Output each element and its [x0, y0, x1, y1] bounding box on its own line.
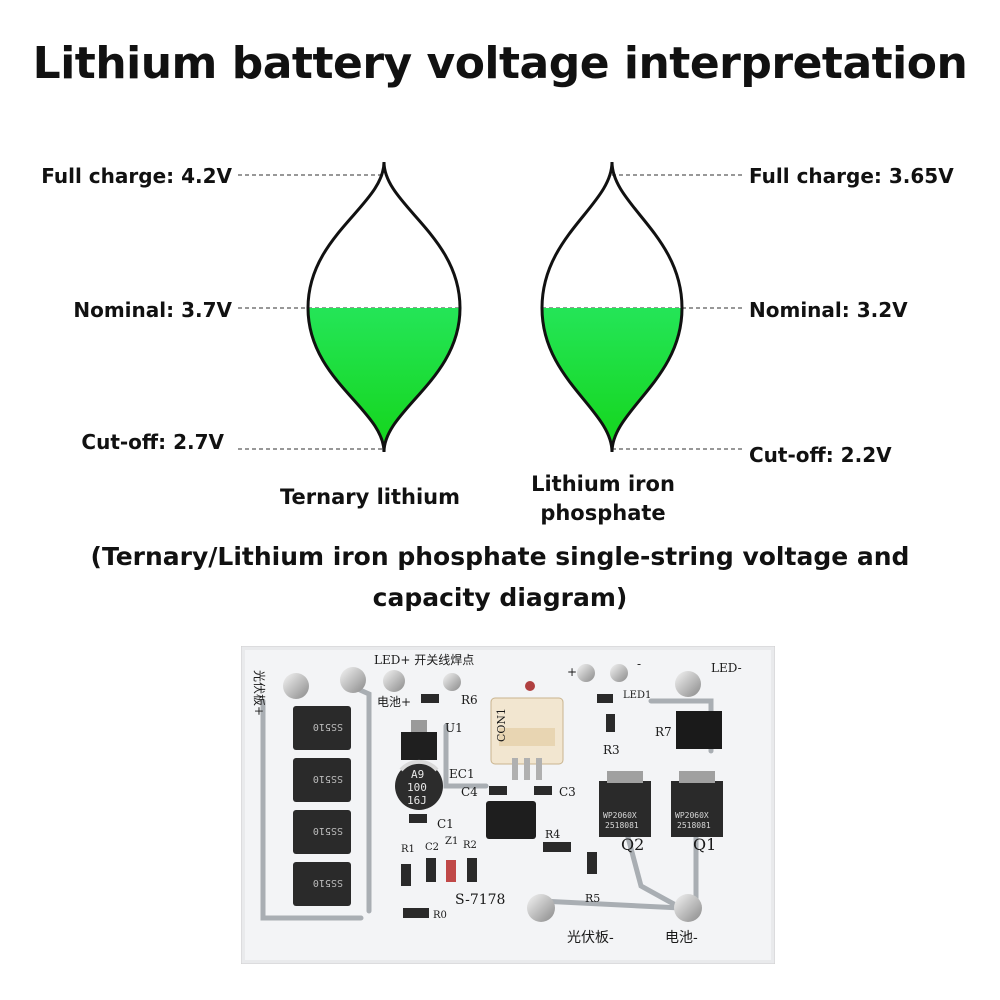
q2-text-2: 2518081	[605, 821, 639, 830]
pcb-c2-label: C2	[425, 842, 439, 853]
pcb-c1-label: C1	[437, 817, 454, 831]
pcb-r1-label: R1	[401, 844, 415, 855]
pcb-pv-plus-label: 光伏板+	[252, 670, 266, 716]
cap-text-3: 16J	[407, 794, 427, 807]
ternary-nominal-label: Nominal: 3.7V	[73, 298, 232, 322]
page-title: Lithium battery voltage interpretation	[32, 38, 968, 89]
subtitle-line1: (Ternary/Lithium iron phosphate single-s…	[90, 542, 910, 571]
pcb-batt-minus-label: 电池-	[665, 930, 698, 946]
diode-label-3: SS510	[313, 825, 343, 836]
pcb-red-led	[525, 681, 535, 691]
pcb-r2-label: R2	[463, 840, 477, 851]
pcb-solder-pads	[283, 664, 702, 922]
ternary-full-charge-label: Full charge: 4.2V	[41, 164, 232, 188]
pcb-ec1-capacitor	[395, 762, 443, 810]
pcb-q1-mosfet	[671, 781, 723, 837]
pcb-smd-parts	[401, 694, 615, 918]
ternary-name-label: Ternary lithium	[279, 485, 461, 509]
q1-text-2: 2518081	[677, 821, 711, 830]
pcb-led1-label: LED1	[623, 690, 651, 701]
lfp-cutoff-label: Cut-off: 2.2V	[749, 443, 892, 467]
ternary-cutoff-label: Cut-off: 2.7V	[81, 430, 224, 454]
lfp-name-line2: phosphate	[540, 501, 666, 525]
pcb-r4-label: R4	[545, 828, 560, 841]
pcb-ec1-label: EC1	[449, 767, 475, 781]
lfp-full-charge-label: Full charge: 3.65V	[749, 164, 954, 188]
pcb-r6-label: R6	[461, 693, 478, 707]
cap-text-2: 100	[407, 781, 427, 794]
lfp-name-line1: Lithium iron	[531, 472, 675, 496]
pcb-q2-label: Q2	[621, 835, 644, 854]
pcb-board-photo: SS510 SS510 SS510 SS510 A9 100 16J WP206…	[241, 646, 775, 964]
cap-text-1: A9	[411, 768, 424, 781]
diagram-subtitle: (Ternary/Lithium iron phosphate single-s…	[40, 536, 960, 618]
lfp-nominal-label: Nominal: 3.2V	[749, 298, 908, 322]
lfp-drop-shape	[540, 161, 684, 453]
pcb-r7-label: R7	[655, 725, 672, 739]
pcb-diodes	[293, 706, 351, 906]
diode-label-4: SS510	[313, 877, 343, 888]
voltage-diagram	[238, 161, 745, 453]
pcb-q1-label: Q1	[693, 835, 716, 854]
subtitle-line2: capacity diagram)	[372, 583, 628, 612]
q1-text-1: WP2060X	[675, 811, 709, 820]
pcb-model-label: S-7178	[455, 892, 505, 908]
pcb-u1-tab	[411, 720, 427, 732]
pcb-con1-label: CON1	[495, 708, 508, 742]
diode-label-2: SS510	[313, 773, 343, 784]
pcb-ic-chip	[486, 801, 536, 839]
diode-label-1: SS510	[313, 721, 343, 732]
pcb-q2-mosfet	[599, 781, 651, 837]
pcb-r7-block	[676, 711, 722, 749]
lfp-name-label: Lithium iron phosphate	[500, 470, 706, 528]
pcb-u1-chip	[401, 732, 437, 760]
pcb-r0-label: R0	[433, 910, 447, 921]
pcb-led-minus-label: LED-	[711, 661, 742, 675]
pcb-r3-label: R3	[603, 743, 620, 757]
pcb-z1-label: Z1	[445, 836, 458, 847]
pcb-r5-label: R5	[585, 892, 600, 905]
ternary-drop-shape	[306, 161, 462, 453]
pcb-u1-label: U1	[445, 721, 463, 735]
pcb-plus-label: +	[567, 665, 577, 679]
q2-text-1: WP2060X	[603, 811, 637, 820]
pcb-batt-plus-label: 电池+	[377, 695, 411, 709]
pcb-led-switch-label: LED+ 开关线焊点	[374, 652, 474, 667]
pcb-c3-label: C3	[559, 785, 576, 799]
pcb-c4-label: C4	[461, 785, 478, 799]
pcb-minus-label: -	[637, 657, 641, 671]
pcb-pv-minus-label: 光伏板-	[567, 930, 614, 946]
